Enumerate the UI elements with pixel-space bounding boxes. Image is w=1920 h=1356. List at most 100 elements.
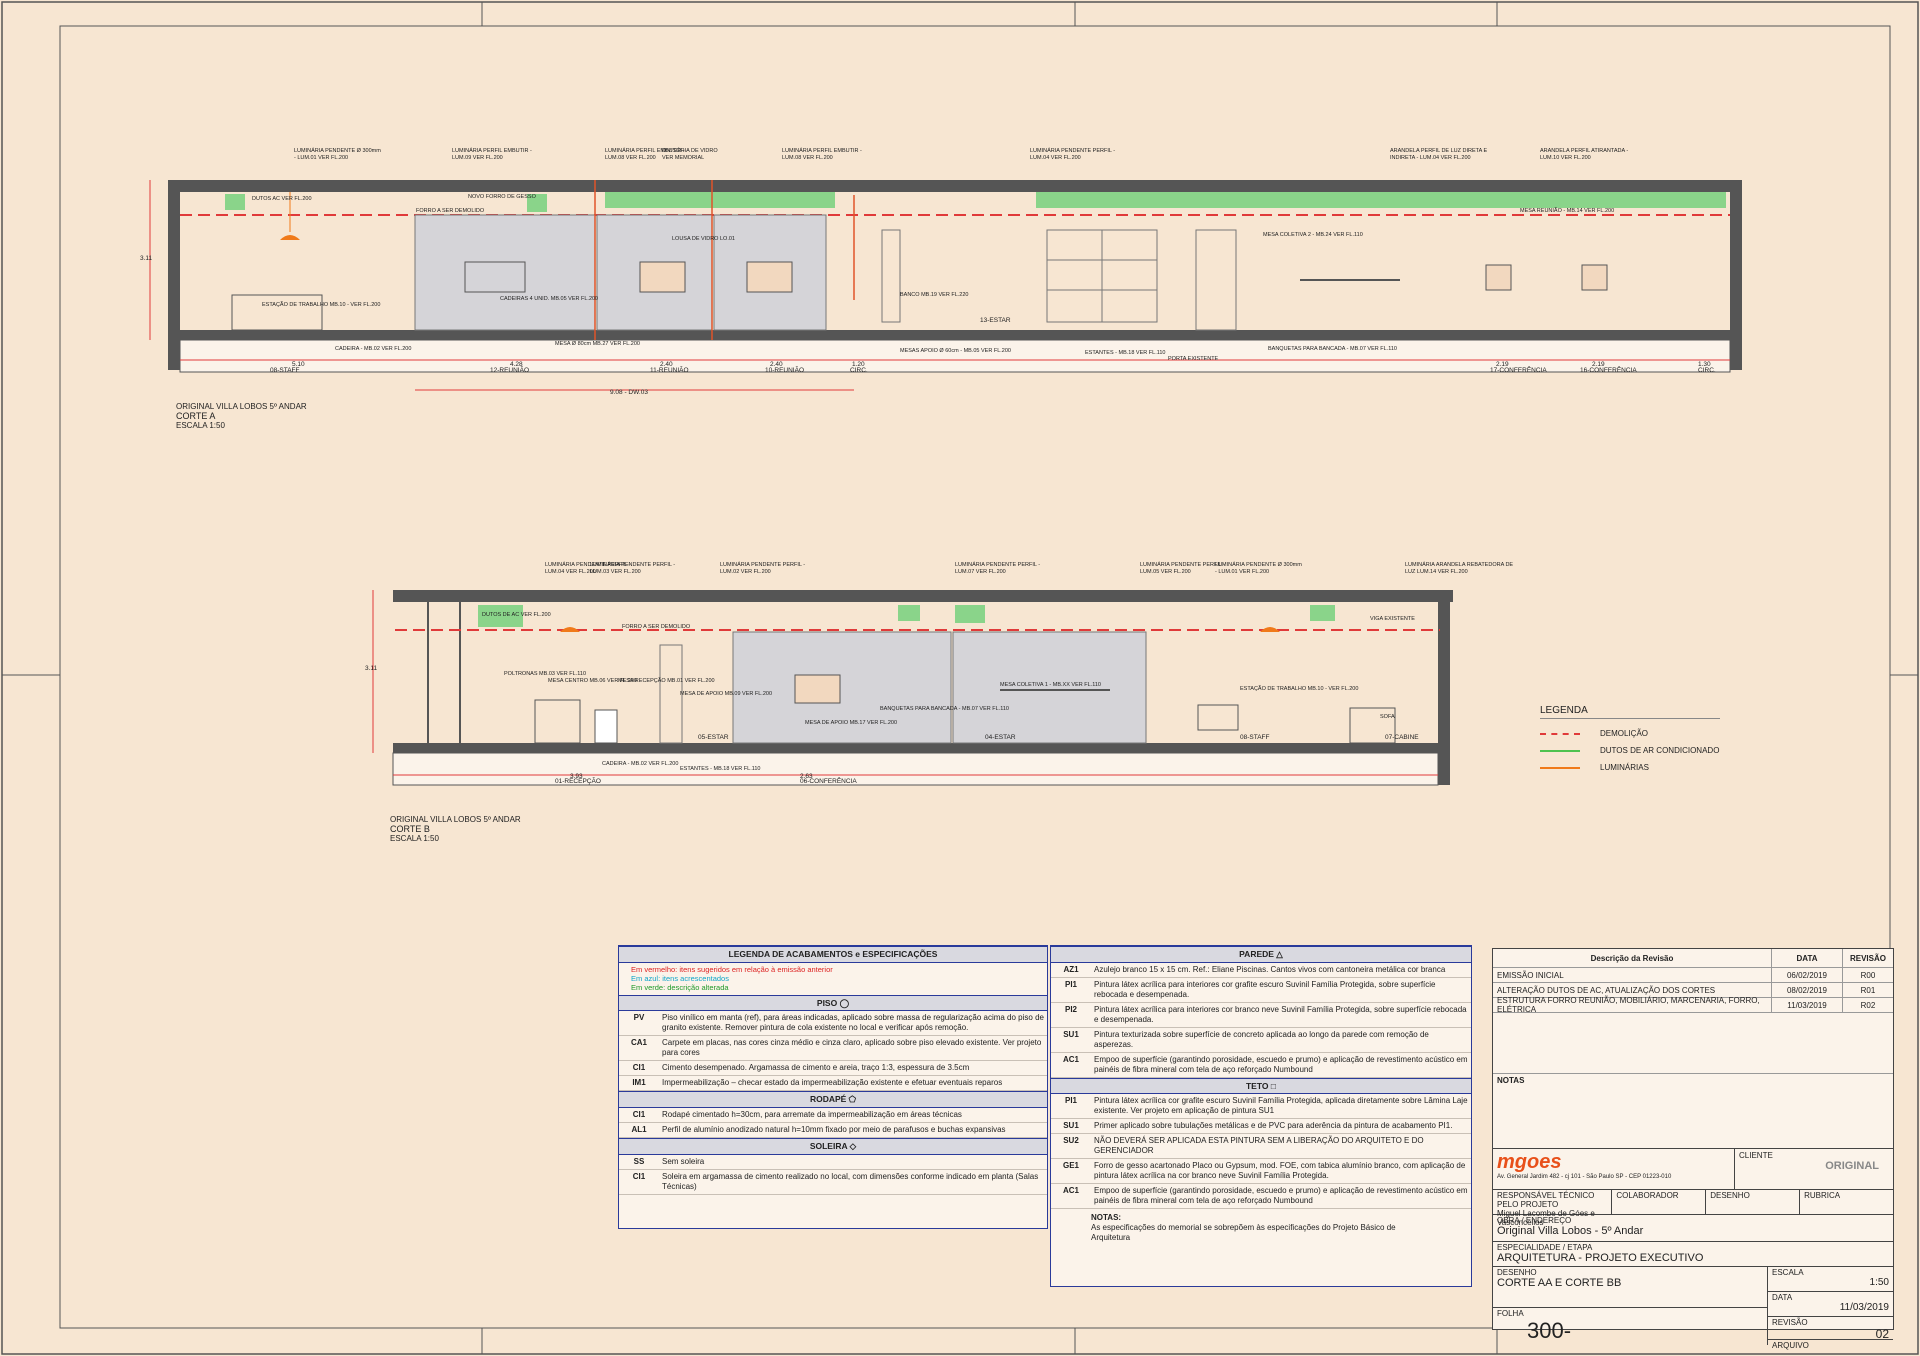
room-label: CIRC. — [850, 367, 868, 374]
spec-code: SU1 — [1063, 1121, 1079, 1131]
legend-label: LUMINÁRIAS — [1600, 763, 1649, 772]
note-label: PORTA EXISTENTE — [1168, 356, 1219, 362]
legend-item: LUMINÁRIAS — [1540, 763, 1720, 772]
revision-row: ALTERAÇÃO DUTOS DE AC, ATUALIZAÇÃO DOS C… — [1493, 983, 1893, 998]
note-label: ESTAÇÃO DE TRABALHO MB.10 - VER FL.200 — [262, 301, 380, 308]
note-label: FORRO A SER DEMOLIDO — [622, 624, 691, 630]
revision-row: ESTRUTURA FORRO REUNIÃO, MOBILIÁRIO, MAR… — [1493, 996, 1893, 1014]
room-label: 04-ESTAR — [985, 734, 1016, 741]
room-label: 17-CONFERÊNCIA — [1490, 365, 1547, 374]
callout-label: LUMINÁRIA PENDENTE PERFIL - — [590, 561, 675, 568]
spec-legend-left: LEGENDA DE ACABAMENTOS e ESPECIFICAÇÕES … — [618, 945, 1048, 1229]
note-label: ESTANTES - MB.18 VER FL.110 — [680, 766, 761, 772]
dimension-label: 2.40 — [660, 361, 673, 368]
callout-label: LUM.09 VER FL.200 — [452, 155, 503, 161]
callout-label: LUM.03 VER FL.200 — [590, 569, 641, 575]
callout-label: LUM.07 VER FL.200 — [955, 569, 1006, 575]
callout-label: LUMINÁRIA PERFIL EMBUTIR - — [605, 147, 685, 154]
dimension-label: 2.40 — [770, 361, 783, 368]
note-label: MESA COLETIVA 1 - MB.XX VER FL.110 — [1000, 682, 1101, 688]
spec-text: Pintura texturizada sobre superfície de … — [1094, 1029, 1429, 1049]
teto-title: TETO □ — [1051, 1077, 1471, 1095]
spec-text: Primer aplicado sobre tubulações metálic… — [1094, 1121, 1453, 1131]
note-label: CADEIRA - MB.02 VER FL.200 — [602, 761, 678, 767]
soleira-title: SOLEIRA ◇ — [619, 1138, 1047, 1155]
note-label: BANQUETAS PARA BANCADA - MB.07 VER FL.11… — [1268, 346, 1397, 352]
room-label: 05-ESTAR — [698, 734, 729, 741]
spec-row: CI1 Soleira em argamassa de cimento reali… — [619, 1170, 1047, 1195]
room-label: CIRC. — [1698, 367, 1716, 374]
callout-label: ARANDELA PERFIL ATIRANTADA - — [1540, 148, 1628, 154]
spec-code: AC1 — [1062, 1054, 1079, 1064]
dimension-label: 3.93 — [570, 773, 583, 780]
callout-label: DIVISÓRIA DE VIDRO — [662, 147, 718, 154]
legend-item: DEMOLIÇÃO — [1540, 729, 1720, 738]
room-label: 16-CONFERÊNCIA — [1580, 365, 1637, 374]
revision-header: Descrição da Revisão DATA REVISÃO — [1493, 949, 1893, 968]
callout-label: LUMINÁRIA ARANDELA REBATEDORA DE — [1405, 561, 1513, 568]
spec-code: SU2 — [1063, 1136, 1079, 1146]
room-label: 08-STAFF — [1240, 734, 1270, 741]
room-label: 06-CONFERÊNCIA — [800, 776, 857, 785]
spec-text: Carpete em placas, nas cores cinza médio… — [662, 1038, 1042, 1058]
piso-title: PISO ◯ — [619, 994, 1047, 1012]
spec-text: Piso vinílico em manta (ref), para áreas… — [662, 1013, 1044, 1033]
spec-text: Soleira em argamassa de cimento realizad… — [662, 1171, 1039, 1191]
note-label: LOUSA DE VIDRO LO.01 — [672, 236, 735, 242]
spec-code: CI1 — [632, 1171, 646, 1181]
callout-label: LUMINÁRIA PENDENTE Ø 300mm — [1215, 561, 1302, 568]
note-label: MESA RECEPÇÃO MB.01 VER FL.200 — [618, 677, 715, 684]
spec-text: Perfil de alumínio anodizado natural h=1… — [662, 1125, 1006, 1134]
spec-code: AZ1 — [1063, 964, 1079, 974]
room-label: 10-REUNIÃO — [765, 365, 804, 374]
note-label: CADEIRA - MB.02 VER FL.200 — [335, 346, 411, 352]
callout-label: LUM.04 VER FL.200 — [545, 569, 596, 575]
callout-label: LUZ LUM.14 VER FL.200 — [1405, 569, 1468, 575]
notas-title: NOTAS — [1493, 1074, 1893, 1149]
note-label: DUTOS AC VER FL.200 — [252, 196, 312, 202]
legend-swatch — [1540, 749, 1580, 752]
spec-text: Sem soleira — [662, 1156, 705, 1166]
legend-swatch — [1540, 766, 1580, 769]
spec-code: CA1 — [630, 1038, 647, 1048]
dimension-label: 1.20 — [852, 361, 865, 368]
spec-code: PI1 — [1064, 979, 1077, 989]
spec-text: Cimento desempenado. Argamassa de ciment… — [662, 1063, 970, 1073]
spec-code: SU1 — [1063, 1029, 1079, 1039]
note-label: ESTAÇÃO DE TRABALHO MB.10 - VER FL.200 — [1240, 685, 1358, 692]
client-logo: ORIGINAL — [1825, 1160, 1879, 1172]
parede-title: PAREDE △ — [1051, 946, 1471, 963]
dimension-label: 3.11 — [140, 255, 153, 262]
spec-text: Impermeabilização – checar estado da imp… — [662, 1078, 1003, 1088]
spec-text: Rodapé cimentado h=30cm, para arremate d… — [662, 1110, 962, 1119]
corte-b-section — [372, 590, 1453, 786]
dimension-label: 5.10 — [292, 361, 305, 368]
desenho-value: CORTE AA E CORTE BB — [1497, 1277, 1622, 1289]
note-label: BANQUETAS PARA BANCADA - MB.07 VER FL.11… — [880, 706, 1009, 712]
room-label: 11-REUNIÃO — [650, 365, 689, 374]
spec-row: SU1 Primer aplicado sobre tubulações metá… — [1051, 1119, 1471, 1135]
spec-code: PI1 — [1064, 1096, 1077, 1106]
corte-b-title: ORIGINAL VILLA LOBOS 5º ANDAR CORTE B ES… — [390, 815, 521, 843]
room-label: 12-REUNIÃO — [490, 365, 529, 374]
callout-label: LUM.08 VER FL.200 — [782, 155, 833, 161]
room-label: 08-STAFF — [270, 367, 300, 374]
obra-value: Original Villa Lobos - 5º Andar — [1497, 1225, 1644, 1237]
note-label: CADEIRAS 4 UNID. MB.05 VER FL.200 — [500, 296, 598, 302]
dimension-label: 4.28 — [510, 361, 523, 368]
cliente-label: CLIENTE — [1739, 1151, 1773, 1160]
note-label: MESA COLETIVA 2 - MB.24 VER FL.110 — [1263, 232, 1363, 238]
